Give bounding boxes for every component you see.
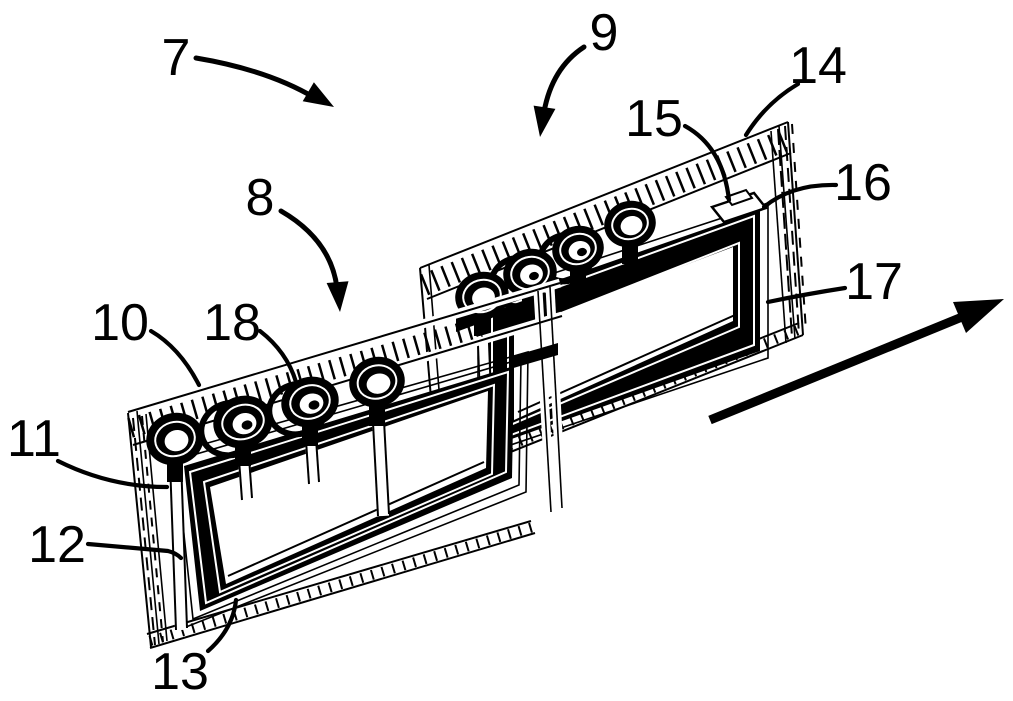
ref-numeral-10: 10 (91, 294, 149, 352)
arrowhead-7 (302, 82, 334, 107)
leader-line-16 (761, 182, 839, 210)
ref-numeral-14: 14 (789, 37, 847, 95)
roller (146, 412, 204, 466)
ref-numeral-7: 7 (162, 29, 191, 87)
ref-numeral-17: 17 (845, 253, 903, 311)
roller (349, 356, 405, 408)
arrowhead-9 (533, 105, 556, 137)
curved-arrow-9 (541, 44, 587, 115)
arrowhead-8 (326, 281, 349, 312)
left-frame (168, 343, 558, 629)
ref-numeral-12: 12 (28, 516, 86, 574)
left-rollers (146, 356, 405, 482)
direction-arrowhead-icon (953, 299, 1004, 333)
leader-line-17 (765, 285, 848, 305)
leader-line-14 (743, 81, 801, 138)
leader-line-15 (682, 123, 732, 203)
ref-numeral-8: 8 (246, 169, 275, 227)
ref-numeral-11: 11 (7, 410, 61, 468)
leader-line-13 (205, 597, 239, 654)
leader-line-10 (148, 328, 202, 388)
ref-numeral-16: 16 (834, 154, 892, 212)
leader-line-12 (85, 541, 184, 561)
curved-arrow-8 (278, 208, 340, 291)
left-panel-assembly (126, 278, 567, 649)
annotations: 7 8 9 10 11 12 13 14 15 16 17 18 (7, 4, 1004, 701)
direction-arrow (708, 299, 1004, 425)
roller (604, 200, 656, 248)
curved-arrow-7 (193, 55, 318, 101)
ref-numeral-15: 15 (625, 90, 683, 148)
roller (552, 225, 604, 273)
ref-numeral-13: 13 (151, 643, 209, 701)
ref-numeral-18: 18 (203, 294, 261, 352)
leader-line-11 (55, 458, 170, 490)
ref-numeral-9: 9 (590, 4, 619, 62)
leader-line-18 (257, 328, 299, 385)
roller (281, 376, 339, 428)
roller (213, 395, 273, 449)
